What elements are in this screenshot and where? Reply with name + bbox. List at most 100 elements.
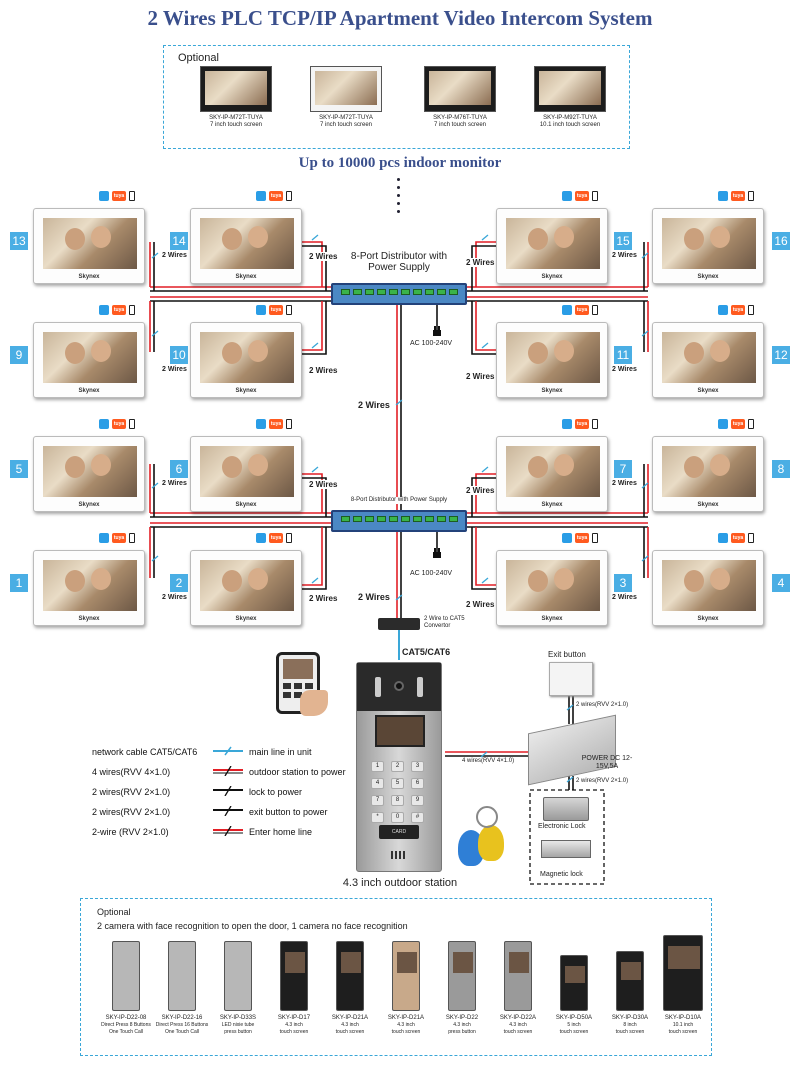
keypad-key[interactable]: 2 — [391, 761, 404, 772]
monitor-screen — [43, 218, 137, 269]
station-desc-2: One Touch Call — [108, 1029, 144, 1035]
indoor-monitor[interactable]: Skynex — [190, 550, 302, 626]
unit-number: 7 — [614, 460, 632, 478]
distributor-port — [341, 516, 350, 522]
station-desc-1: Direct Press 8 Buttons — [101, 1022, 151, 1028]
station-model: SKY-IP-D17 — [277, 1015, 311, 1021]
distributor-port — [401, 516, 410, 522]
legend-cable: 2-wire (RVV 2×1.0) — [92, 827, 169, 837]
cat-label: CAT5/CAT6 — [402, 647, 451, 657]
exit-button[interactable] — [549, 662, 593, 696]
keypad-key[interactable]: 9 — [411, 795, 424, 806]
wires-label: 2 Wires — [162, 252, 187, 259]
indoor-monitor[interactable]: Skynex — [652, 208, 764, 284]
home-app-icon — [256, 191, 266, 201]
station-desc-1: Direct Press 16 Buttons — [155, 1022, 209, 1028]
station-image — [168, 941, 196, 1011]
station-image — [663, 935, 703, 1011]
phone-icon — [748, 191, 754, 201]
station-desc-1: 4.3 inch — [453, 1022, 471, 1028]
brand-label: Skynex — [541, 502, 563, 508]
station-item — [603, 951, 657, 1011]
brand-label: Skynex — [541, 388, 563, 394]
distributor-port — [365, 289, 374, 295]
station-item — [267, 941, 321, 1011]
keypad-key[interactable]: 6 — [411, 778, 424, 789]
home-app-icon — [256, 533, 266, 543]
keypad-key[interactable]: 8 — [391, 795, 404, 806]
indoor-monitor[interactable]: Skynex — [190, 322, 302, 398]
indoor-monitor[interactable]: Skynex — [496, 208, 608, 284]
electronic-lock — [543, 797, 589, 821]
station-desc-2: press button — [224, 1029, 252, 1035]
indoor-monitor[interactable]: Skynex — [652, 322, 764, 398]
station-model: SKY-IP-D30A — [611, 1015, 649, 1021]
station-image — [504, 941, 532, 1011]
distributor-port — [449, 516, 458, 522]
indoor-monitor[interactable]: Skynex — [496, 436, 608, 512]
indoor-monitor[interactable]: Skynex — [652, 436, 764, 512]
indoor-monitor[interactable]: Skynex — [33, 322, 145, 398]
station-desc-2: touch screen — [668, 1029, 698, 1035]
station-model: SKY-IP-D22A — [499, 1015, 537, 1021]
wires-label: 2 Wires — [309, 252, 338, 261]
keypad-key[interactable]: 1 — [371, 761, 384, 772]
app-badges: tuya — [256, 304, 292, 316]
monitor-image — [310, 66, 382, 112]
convertor-label: 2 Wire to CAT5 Convertor — [424, 616, 465, 629]
optional-monitors-box: Optional SKY-IP-M72T-TUYA 7 inch touch s… — [163, 45, 630, 149]
wires-label: 2 Wires — [309, 594, 338, 603]
keypad-key[interactable]: 3 — [411, 761, 424, 772]
station-item — [99, 941, 153, 1011]
optional-monitor: SKY-IP-M76T-TUYA 7 inch touch screen — [416, 66, 504, 129]
station-desc-2: touch screen — [391, 1029, 421, 1035]
distributor-port — [389, 516, 398, 522]
station-desc-1: 5 inch — [567, 1022, 581, 1028]
phone-icon — [129, 191, 135, 201]
legend-meaning: Enter home line — [249, 827, 313, 837]
keypad-key[interactable]: 7 — [371, 795, 384, 806]
indoor-monitor[interactable]: Skynex — [652, 550, 764, 626]
indoor-monitor[interactable]: Skynex — [33, 208, 145, 284]
indoor-monitor[interactable]: Skynex — [496, 550, 608, 626]
legend-meaning: main line in unit — [249, 747, 312, 757]
keypad-key[interactable]: 0 — [391, 812, 404, 823]
indoor-monitor[interactable]: Skynex — [33, 436, 145, 512]
station-image — [112, 941, 140, 1011]
distributor-port — [413, 516, 422, 522]
wires-label: 2 Wires — [612, 252, 637, 259]
legend-row: 2 wires(RVV 2×1.0)lock to power — [92, 782, 352, 802]
wires-label: 2 Wires — [309, 366, 338, 375]
app-badges: tuya — [256, 532, 292, 544]
station-model: SKY-IP-D33S — [219, 1015, 257, 1021]
keypad-key[interactable]: # — [411, 812, 424, 823]
legend-cable: 2 wires(RVV 2×1.0) — [92, 807, 171, 817]
exit-button-label: Exit button — [548, 650, 586, 659]
indoor-monitor[interactable]: Skynex — [33, 550, 145, 626]
indoor-monitor[interactable]: Skynex — [190, 436, 302, 512]
indoor-monitor[interactable]: Skynex — [190, 208, 302, 284]
keypad-key[interactable]: 5 — [391, 778, 404, 789]
station-image — [448, 941, 476, 1011]
indoor-monitor[interactable]: Skynex — [496, 322, 608, 398]
app-badges: tuya — [562, 190, 598, 202]
station-desc-1: 4.3 inch — [285, 1022, 303, 1028]
keypad-key[interactable]: 4 — [371, 778, 384, 789]
brand-label: Skynex — [541, 274, 563, 280]
app-badges: tuya — [718, 532, 754, 544]
keypad-key[interactable]: * — [371, 812, 384, 823]
wires-label: 2 Wires — [466, 486, 495, 495]
station-desc-2: touch screen — [615, 1029, 645, 1035]
legend-line-symbol — [213, 825, 249, 838]
brand-label: Skynex — [697, 274, 719, 280]
distributor-port — [437, 516, 446, 522]
monitor-screen — [200, 560, 294, 611]
tuya-icon: tuya — [575, 419, 589, 429]
app-badges: tuya — [562, 418, 598, 430]
exit-wire-label: 2 wires(RVV 2×1.0) — [576, 702, 629, 708]
station-image — [336, 941, 364, 1011]
